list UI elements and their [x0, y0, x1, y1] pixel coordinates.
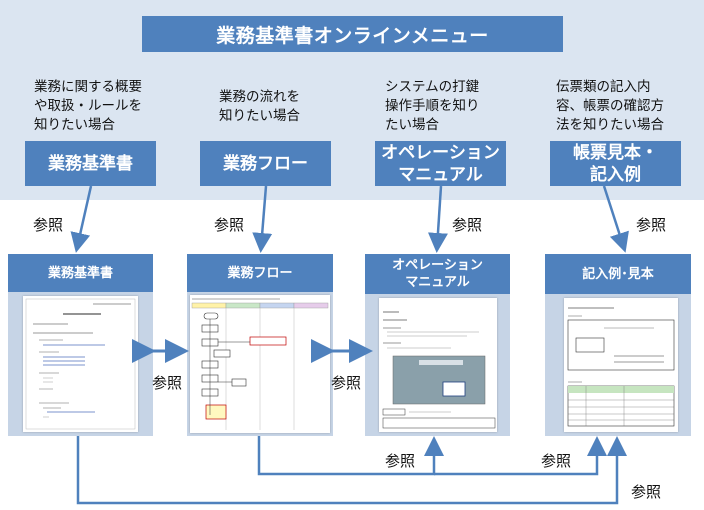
standards-down-arrow [70, 185, 93, 253]
reference-label: 参照 [214, 216, 245, 234]
description-flow: 業務の流れを 知りたい場合 [219, 89, 300, 124]
operation-manual-card-title[interactable]: オペレーション マニュアル [365, 254, 510, 294]
manual-down-arrow [427, 185, 448, 253]
form-samples-card-preview [545, 294, 691, 436]
reference-label: 参照 [541, 452, 572, 470]
form-samples-content [567, 307, 675, 427]
business-flow-document-thumbnail[interactable] [190, 295, 330, 433]
form-samples-button[interactable]: 帳票見本・ 記入例 [550, 141, 681, 186]
reference-label: 参照 [385, 452, 416, 470]
operation-manual-document-thumbnail[interactable] [379, 298, 497, 432]
operation-manual-card-preview [365, 294, 510, 436]
flow-to-manual-connector [257, 436, 444, 476]
reference-label: 参照 [452, 216, 483, 234]
business-flow-card-title[interactable]: 業務フロー [187, 254, 333, 292]
standards-document-thumbnail[interactable] [23, 296, 138, 432]
operation-manual-content [382, 311, 496, 429]
flow-to-samples-connector [434, 436, 607, 476]
standards-card-preview [8, 292, 153, 436]
flow-down-arrow [252, 185, 273, 253]
reference-label: 参照 [152, 374, 183, 392]
reference-label: 参照 [631, 483, 662, 501]
standards-to-samples-connector [76, 436, 627, 505]
standards-button[interactable]: 業務基準書 [25, 141, 156, 186]
form-samples-card-title[interactable]: 記入例･見本 [545, 254, 691, 294]
standards-card-title[interactable]: 業務基準書 [8, 254, 153, 292]
business-flow-card-preview [187, 292, 333, 436]
description-forms: 伝票類の記入内 容、帳票の確認方 法を知りたい場合 [556, 79, 664, 133]
form-samples-document-thumbnail[interactable] [564, 298, 678, 432]
operation-manual-button[interactable]: オペレーション マニュアル [375, 141, 506, 186]
reference-label: 参照 [33, 216, 64, 234]
standards-document-content [25, 298, 136, 430]
description-standards: 業務に関する概要 や取扱・ルールを 知りたい場合 [34, 79, 142, 133]
business-flow-diagram [191, 298, 329, 430]
description-manual: システムの打鍵 操作手順を知り たい場合 [385, 79, 480, 133]
business-flow-button[interactable]: 業務フロー [200, 141, 331, 186]
reference-label: 参照 [636, 216, 667, 234]
reference-label: 参照 [331, 374, 362, 392]
forms-down-arrow [602, 185, 629, 253]
page-title: 業務基準書オンラインメニュー [142, 16, 563, 52]
